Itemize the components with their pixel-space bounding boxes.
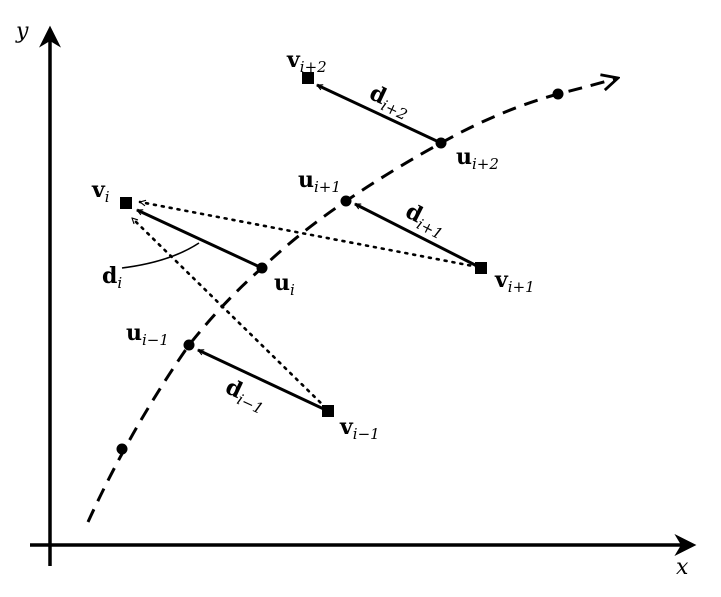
- point-u-i-1: [183, 339, 195, 351]
- point-u-i+1: [340, 195, 352, 207]
- trajectory-curve: [86, 78, 618, 523]
- point-v-i-1: [322, 405, 334, 417]
- point-u-i: [256, 262, 268, 274]
- arrow-d-i+2: [317, 83, 442, 145]
- label-v-i: vi: [91, 177, 110, 206]
- arrow-d-i+1: [355, 202, 482, 270]
- x-axis-label: x: [676, 555, 689, 580]
- arrow-d-i: [137, 208, 263, 270]
- dotted-line-vi-1-to-vi: [130, 216, 328, 410]
- label-v-i-1: vi−1: [339, 414, 380, 443]
- point-u-i+2: [435, 137, 447, 149]
- label-v-i+2: vi+2: [286, 47, 327, 76]
- d-i-leader: [121, 242, 200, 269]
- point-v-i+1: [475, 262, 487, 274]
- label-v-i+1: vi+1: [494, 267, 535, 296]
- label-d-i+1: di+1: [400, 198, 451, 243]
- y-axis-label: y: [15, 19, 29, 44]
- label-u-i+1: ui+1: [298, 167, 341, 196]
- point-v-i: [120, 197, 132, 209]
- curve-point: [116, 443, 128, 455]
- curve-point: [552, 88, 564, 100]
- label-u-i+2: ui+2: [456, 144, 499, 173]
- point-v-i+2: [302, 72, 314, 84]
- dotted-line-vi+1-to-vi: [138, 202, 480, 269]
- label-u-i: ui: [274, 270, 295, 299]
- label-d-i: di: [102, 263, 122, 292]
- label-u-i-1: ui−1: [126, 320, 169, 349]
- label-d-i+2: di+2: [364, 80, 415, 124]
- arrow-d-i-1: [198, 348, 329, 413]
